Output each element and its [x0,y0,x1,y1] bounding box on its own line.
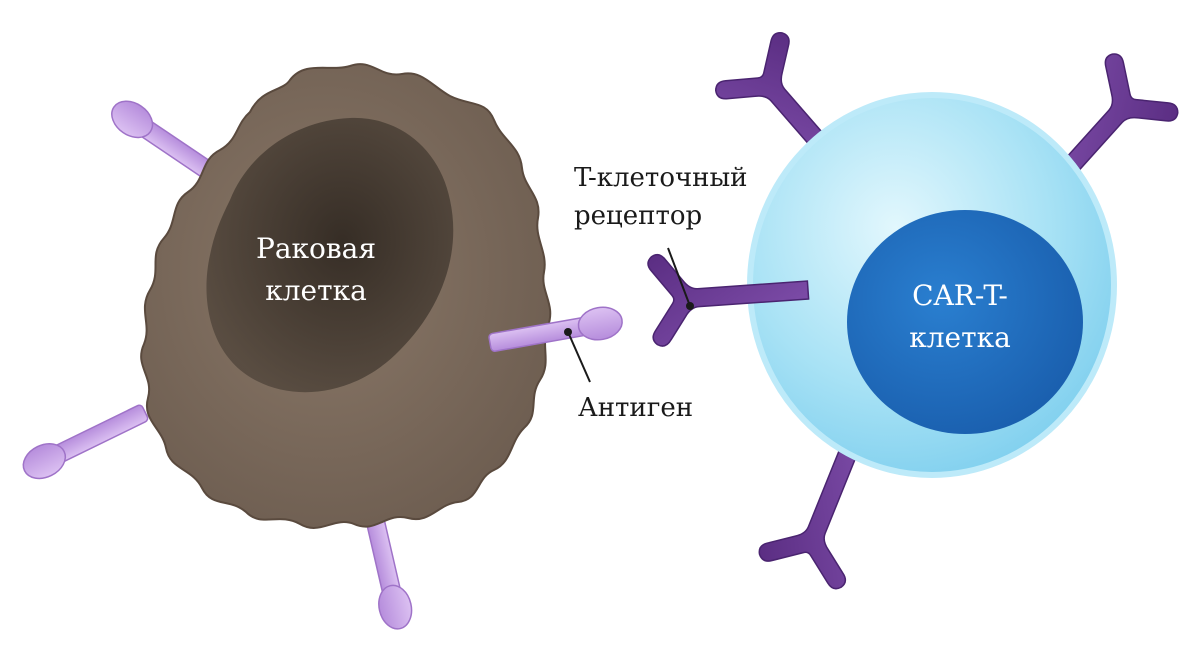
receptor-label-line1: T-клеточный [574,163,748,193]
cancer-cell-label-line2: клетка [265,274,367,307]
car-t-label-line1: CAR-T- [912,279,1008,312]
car-t-label-line2: клетка [909,321,1011,354]
antigen-label: Антиген [578,393,693,423]
antigen-callout-line [568,332,590,382]
receptor-label-line2: рецептор [574,201,702,231]
cancer-cell-label-line1: Раковая [256,232,376,265]
antigen-lower-left [18,398,152,486]
receptor-callout-dot [686,302,694,310]
antigen-callout-dot [564,328,572,336]
